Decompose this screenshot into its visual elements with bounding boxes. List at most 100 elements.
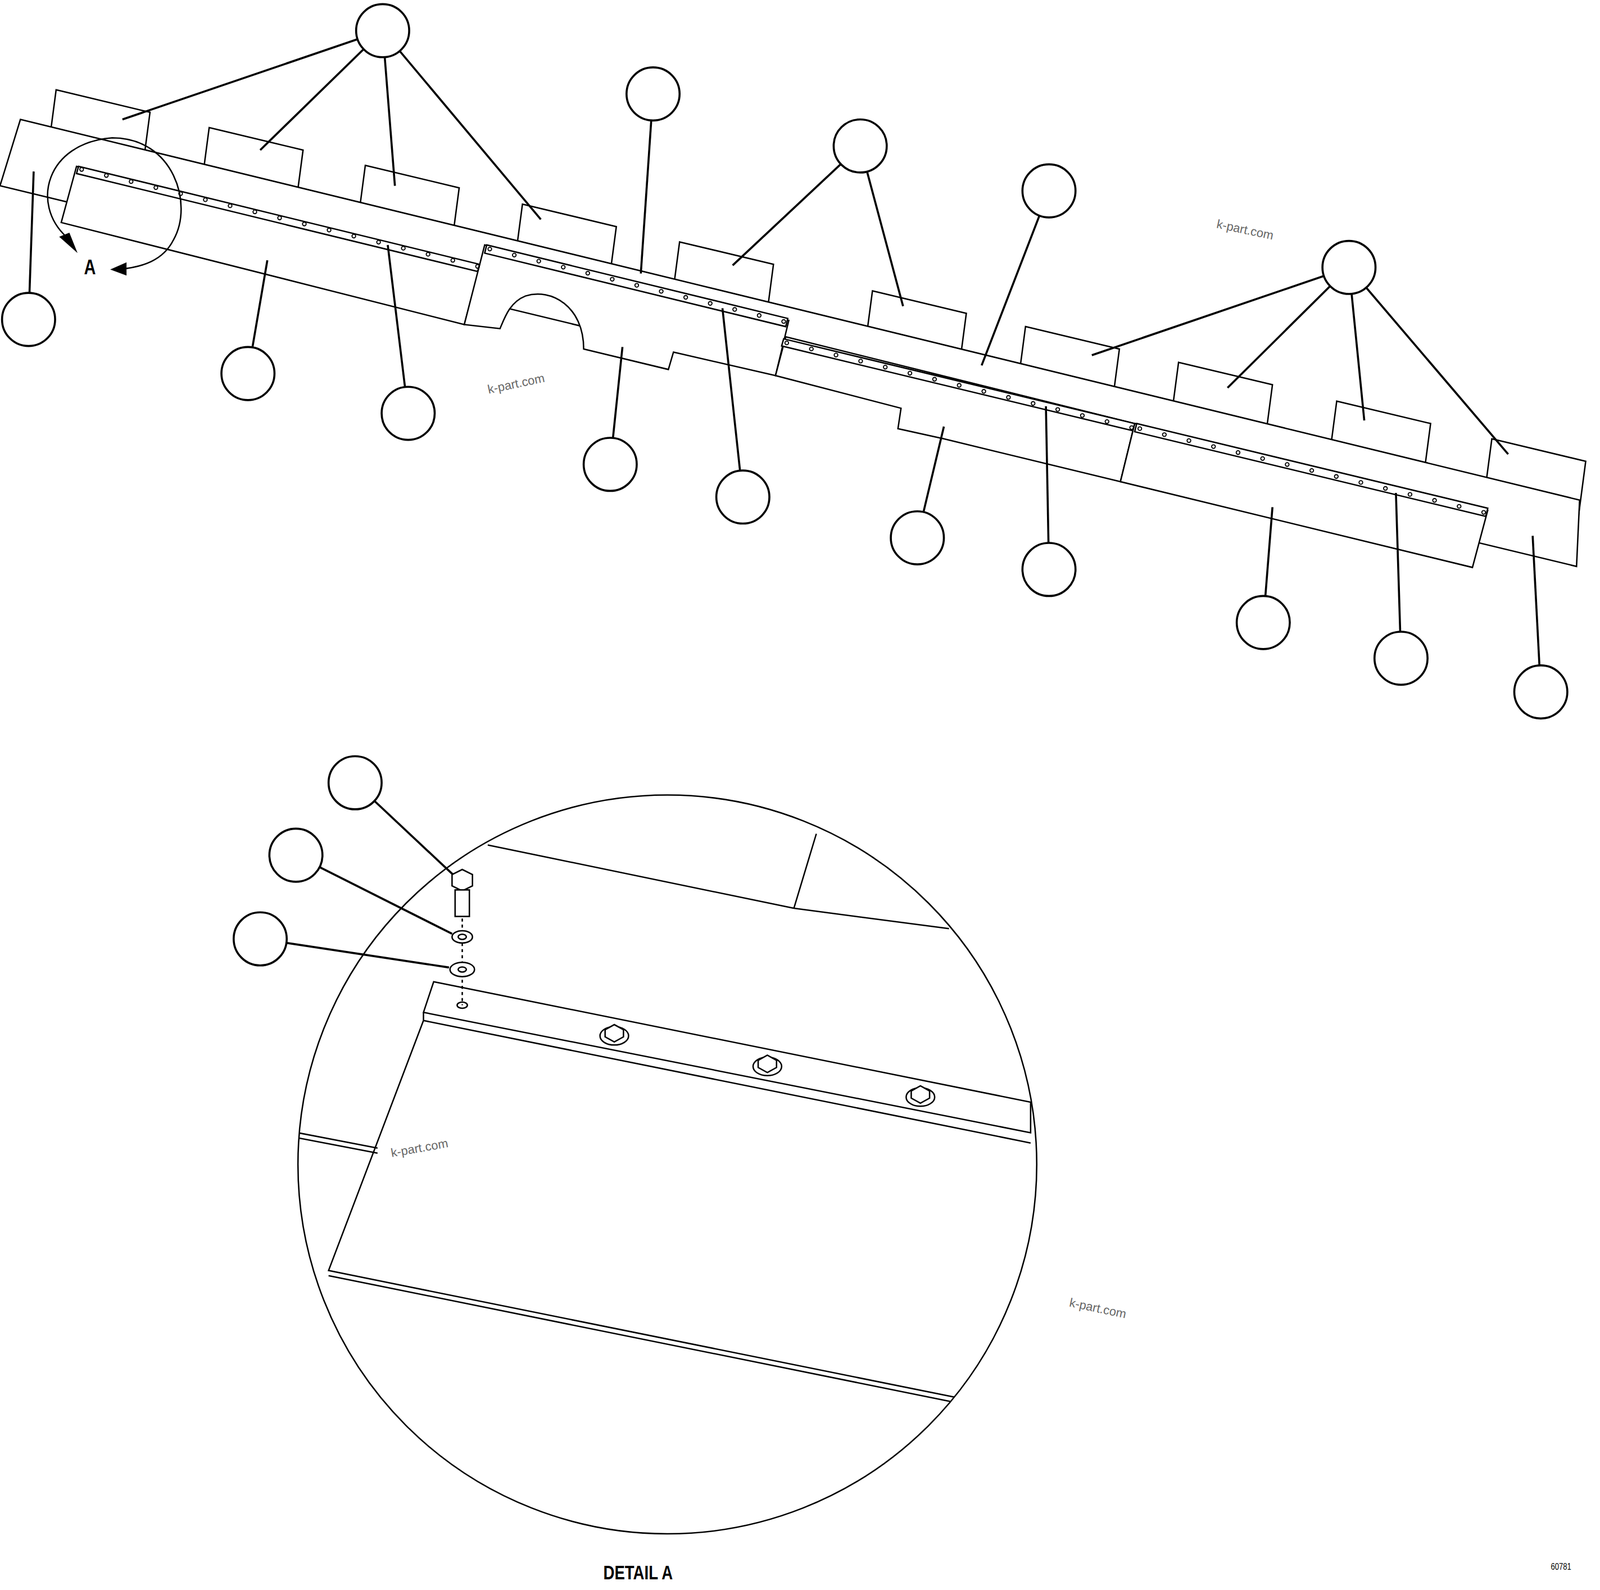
bolt-hole <box>659 289 664 294</box>
detail-circle <box>297 795 1037 1535</box>
bolt-hole <box>561 265 566 270</box>
callout-circle <box>269 828 323 882</box>
watermark: k-part.com <box>1068 1295 1128 1321</box>
callout-circle <box>233 912 287 965</box>
callout-circle <box>1022 542 1076 596</box>
callout-circle <box>1514 665 1567 719</box>
bolt-hole <box>425 252 430 257</box>
bolt-hole <box>834 352 838 357</box>
callout-circle <box>381 386 435 440</box>
watermark: k-part.com <box>390 1136 450 1159</box>
bolt-head <box>910 1085 930 1104</box>
bolt-hole <box>610 277 615 282</box>
detail-letter: A <box>83 257 96 278</box>
bolt-hole <box>1334 474 1339 479</box>
callout-circle <box>2 292 56 346</box>
panel <box>464 245 789 376</box>
bolt-hole <box>809 347 814 352</box>
watermark: k-part.com <box>486 371 546 396</box>
bolt-hole <box>1186 438 1191 443</box>
callout-circle <box>356 3 410 57</box>
bolt-hole <box>1104 419 1109 424</box>
bolt-hole <box>757 313 762 318</box>
bolt-hole <box>1211 444 1216 449</box>
drawing-number: 60781 <box>1551 1561 1572 1571</box>
bolt-hole <box>981 389 986 394</box>
bolt-hole <box>487 247 492 252</box>
leader-line <box>260 939 450 968</box>
bolt-hole <box>79 167 84 172</box>
callout-circle <box>1322 241 1376 294</box>
bolt-hole <box>203 197 208 202</box>
leader-line <box>981 191 1050 366</box>
bolt-hole <box>883 365 888 370</box>
bolt-hole <box>785 341 790 346</box>
bolt-hole <box>586 271 591 276</box>
leader-line <box>722 307 743 497</box>
bolt-hole <box>1055 407 1060 412</box>
bolt-head <box>758 1055 777 1073</box>
bolt-hole <box>1162 432 1167 437</box>
bolt-hole <box>908 371 913 376</box>
arrowhead <box>110 262 127 276</box>
bolt-hole <box>129 179 134 184</box>
callout-circle <box>1022 164 1076 217</box>
detail-marker <box>47 137 182 270</box>
bolt-hole <box>781 319 786 324</box>
bolt-hole <box>1285 462 1290 467</box>
panel <box>775 336 1135 482</box>
callout-circle <box>328 756 382 810</box>
bolt-hole <box>475 264 480 269</box>
bolt-hole <box>1236 450 1241 455</box>
bolt-hole <box>277 215 282 220</box>
bolt-hole <box>683 295 688 300</box>
panel <box>61 166 480 325</box>
bolt-hole <box>252 210 257 215</box>
bolt-hole <box>1432 498 1437 503</box>
callout-circle <box>890 511 944 565</box>
callout-circle <box>1374 631 1428 685</box>
bolt-hole <box>1080 413 1085 418</box>
bolt-hole <box>302 221 307 226</box>
bolt-hole <box>1383 486 1388 491</box>
bolt-bar <box>423 981 1031 1133</box>
bolt-bar <box>76 166 480 272</box>
callout-circle <box>626 67 680 121</box>
bolt-hole <box>708 301 713 306</box>
bolt-hole <box>228 204 233 208</box>
callout-circle <box>833 119 887 173</box>
callout-circle <box>221 346 275 400</box>
bolt-hole <box>1310 468 1314 473</box>
bolt-bar <box>1134 423 1488 517</box>
callout-circle <box>583 437 637 491</box>
detail-title: DETAIL A <box>603 1562 673 1583</box>
bolt-hole <box>1138 426 1142 431</box>
bolt-hole <box>635 283 639 288</box>
bolt-hole <box>732 307 737 312</box>
bolt-hole <box>401 246 406 251</box>
bolt-hole <box>858 359 863 364</box>
bolt-hole <box>450 258 455 263</box>
bolt-head <box>605 1024 624 1042</box>
bolt-hole <box>376 240 381 245</box>
bolt-hole <box>104 173 109 178</box>
watermark: k-part.com <box>1215 217 1275 242</box>
callout-circle <box>1236 595 1290 649</box>
bolt-hole <box>1408 492 1413 497</box>
bolt-hole <box>1031 401 1036 406</box>
bolt-hole <box>153 186 158 190</box>
leader-line <box>382 30 541 220</box>
panel <box>1120 423 1489 568</box>
callout-circle <box>716 470 770 524</box>
leader-line <box>1348 267 1508 455</box>
leader-line <box>122 30 383 120</box>
bolt-hole <box>1006 395 1011 400</box>
bolt-hole <box>512 253 517 258</box>
bolt-hole <box>1358 480 1363 485</box>
bolt-hole <box>1260 456 1265 461</box>
bolt-hole <box>932 377 937 382</box>
bolt-hole <box>1457 504 1462 509</box>
bolt-hole <box>327 228 332 233</box>
leader-line <box>1091 267 1350 356</box>
